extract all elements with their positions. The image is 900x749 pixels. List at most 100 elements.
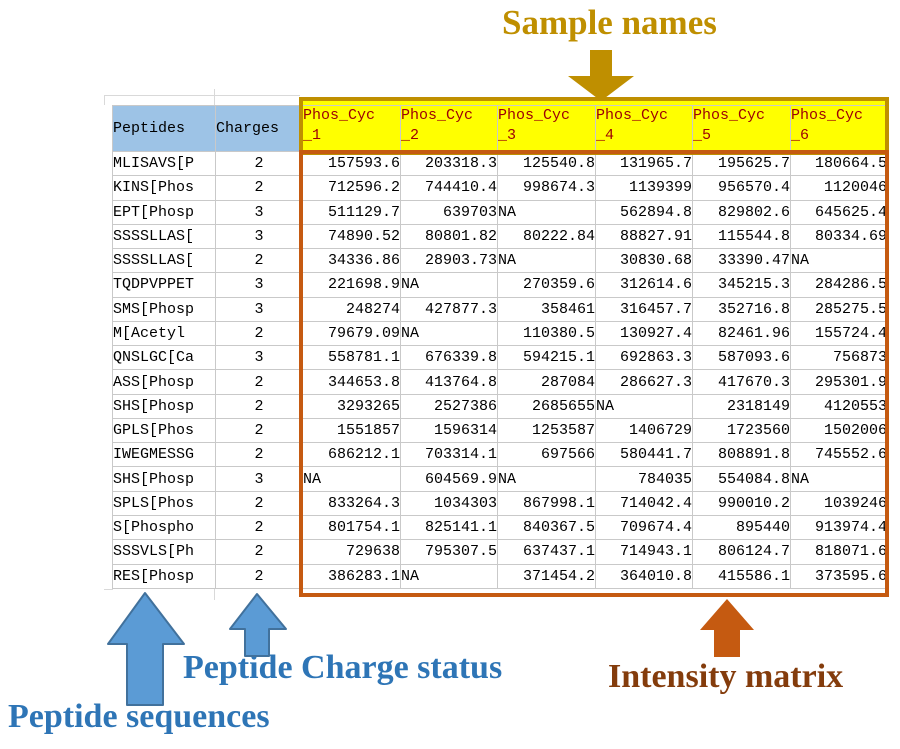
intensity-cell[interactable]: 692863.3 xyxy=(595,345,693,371)
intensity-cell[interactable]: 74890.52 xyxy=(302,223,401,250)
intensity-cell[interactable]: 2527386 xyxy=(400,393,498,419)
intensity-cell[interactable]: 1034303 xyxy=(400,490,498,516)
peptide-cell[interactable]: IWEGMESSG xyxy=(112,442,216,468)
col-header-phos-cyc-6[interactable]: Phos_Cyc_6 xyxy=(790,105,888,152)
intensity-cell[interactable]: 131965.7 xyxy=(595,150,693,177)
intensity-cell[interactable]: NA xyxy=(790,248,888,274)
charge-cell[interactable]: 2 xyxy=(215,369,303,395)
intensity-cell[interactable]: 686212.1 xyxy=(302,442,401,468)
intensity-cell[interactable]: 80334.69 xyxy=(790,223,888,250)
charge-cell[interactable]: 2 xyxy=(215,514,303,541)
charge-cell[interactable]: 3 xyxy=(215,223,303,250)
peptide-cell[interactable]: SSSVLS[Ph xyxy=(112,539,216,565)
charge-cell[interactable]: 3 xyxy=(215,199,303,225)
intensity-cell[interactable]: 840367.5 xyxy=(497,514,596,541)
col-header-charges[interactable]: Charges xyxy=(215,105,303,152)
intensity-cell[interactable]: 2318149 xyxy=(692,393,791,419)
intensity-cell[interactable]: 110380.5 xyxy=(497,320,596,347)
intensity-cell[interactable]: 286627.3 xyxy=(595,369,693,395)
intensity-cell[interactable]: NA xyxy=(400,563,498,589)
charge-cell[interactable]: 2 xyxy=(215,150,303,177)
intensity-cell[interactable]: 756873 xyxy=(790,345,888,371)
peptide-cell[interactable]: SSSSLLAS[ xyxy=(112,223,216,250)
intensity-cell[interactable]: 714042.4 xyxy=(595,490,693,516)
charge-cell[interactable]: 2 xyxy=(215,175,303,201)
intensity-cell[interactable]: 34336.86 xyxy=(302,248,401,274)
charge-cell[interactable]: 3 xyxy=(215,466,303,492)
intensity-cell[interactable]: 316457.7 xyxy=(595,296,693,322)
charge-cell[interactable]: 3 xyxy=(215,272,303,298)
intensity-cell[interactable]: 312614.6 xyxy=(595,272,693,298)
intensity-cell[interactable]: 345215.3 xyxy=(692,272,791,298)
peptide-cell[interactable]: SPLS[Phos xyxy=(112,490,216,516)
intensity-cell[interactable]: 180664.5 xyxy=(790,150,888,177)
peptide-cell[interactable]: S[Phospho xyxy=(112,514,216,541)
peptide-cell[interactable]: SMS[Phosp xyxy=(112,296,216,322)
intensity-cell[interactable]: 358461 xyxy=(497,296,596,322)
intensity-cell[interactable]: 637437.1 xyxy=(497,539,596,565)
peptide-cell[interactable]: M[Acetyl xyxy=(112,320,216,347)
col-header-phos-cyc-4[interactable]: Phos_Cyc_4 xyxy=(595,105,693,152)
peptide-cell[interactable]: QNSLGC[Ca xyxy=(112,345,216,371)
intensity-cell[interactable]: 386283.1 xyxy=(302,563,401,589)
charge-cell[interactable]: 2 xyxy=(215,539,303,565)
intensity-cell[interactable]: 1139399 xyxy=(595,175,693,201)
peptide-cell[interactable]: SSSSLLAS[ xyxy=(112,248,216,274)
intensity-cell[interactable]: 714943.1 xyxy=(595,539,693,565)
intensity-cell[interactable]: 373595.6 xyxy=(790,563,888,589)
intensity-cell[interactable]: 808891.8 xyxy=(692,442,791,468)
intensity-cell[interactable]: 33390.47 xyxy=(692,248,791,274)
peptide-cell[interactable]: SHS[Phosp xyxy=(112,466,216,492)
intensity-cell[interactable]: 1596314 xyxy=(400,417,498,444)
intensity-cell[interactable]: 895440 xyxy=(692,514,791,541)
intensity-cell[interactable]: NA xyxy=(790,466,888,492)
charge-cell[interactable]: 2 xyxy=(215,490,303,516)
intensity-cell[interactable]: 729638 xyxy=(302,539,401,565)
intensity-cell[interactable]: 1551857 xyxy=(302,417,401,444)
intensity-cell[interactable]: 676339.8 xyxy=(400,345,498,371)
intensity-cell[interactable]: 825141.1 xyxy=(400,514,498,541)
intensity-cell[interactable]: 558781.1 xyxy=(302,345,401,371)
intensity-cell[interactable]: 1120046 xyxy=(790,175,888,201)
intensity-cell[interactable]: 371454.2 xyxy=(497,563,596,589)
intensity-cell[interactable]: 115544.8 xyxy=(692,223,791,250)
intensity-cell[interactable]: 1723560 xyxy=(692,417,791,444)
intensity-cell[interactable]: 285275.5 xyxy=(790,296,888,322)
intensity-cell[interactable]: 562894.8 xyxy=(595,199,693,225)
intensity-cell[interactable]: 203318.3 xyxy=(400,150,498,177)
intensity-cell[interactable]: 833264.3 xyxy=(302,490,401,516)
charge-cell[interactable]: 2 xyxy=(215,320,303,347)
charge-cell[interactable]: 3 xyxy=(215,345,303,371)
intensity-cell[interactable]: 1039246 xyxy=(790,490,888,516)
col-header-phos-cyc-3[interactable]: Phos_Cyc_3 xyxy=(497,105,596,152)
intensity-cell[interactable]: 88827.91 xyxy=(595,223,693,250)
charge-cell[interactable]: 2 xyxy=(215,417,303,444)
intensity-cell[interactable]: 829802.6 xyxy=(692,199,791,225)
charge-cell[interactable]: 2 xyxy=(215,563,303,589)
intensity-cell[interactable]: 82461.96 xyxy=(692,320,791,347)
intensity-cell[interactable]: 511129.7 xyxy=(302,199,401,225)
intensity-cell[interactable]: 795307.5 xyxy=(400,539,498,565)
peptide-cell[interactable]: RES[Phosp xyxy=(112,563,216,589)
col-header-phos-cyc-2[interactable]: Phos_Cyc_2 xyxy=(400,105,498,152)
intensity-cell[interactable]: NA xyxy=(497,248,596,274)
intensity-cell[interactable]: 587093.6 xyxy=(692,345,791,371)
intensity-cell[interactable]: 712596.2 xyxy=(302,175,401,201)
intensity-cell[interactable]: 287084 xyxy=(497,369,596,395)
intensity-cell[interactable]: 806124.7 xyxy=(692,539,791,565)
intensity-cell[interactable]: 344653.8 xyxy=(302,369,401,395)
intensity-cell[interactable]: 4120553 xyxy=(790,393,888,419)
intensity-cell[interactable]: 79679.09 xyxy=(302,320,401,347)
charge-cell[interactable]: 3 xyxy=(215,296,303,322)
peptide-cell[interactable]: GPLS[Phos xyxy=(112,417,216,444)
intensity-cell[interactable]: 580441.7 xyxy=(595,442,693,468)
charge-cell[interactable]: 2 xyxy=(215,393,303,419)
intensity-cell[interactable]: 818071.6 xyxy=(790,539,888,565)
intensity-cell[interactable]: 1502006 xyxy=(790,417,888,444)
intensity-cell[interactable]: 80801.82 xyxy=(400,223,498,250)
charge-cell[interactable]: 2 xyxy=(215,442,303,468)
intensity-cell[interactable]: 645625.4 xyxy=(790,199,888,225)
peptide-cell[interactable]: EPT[Phosp xyxy=(112,199,216,225)
intensity-cell[interactable]: 352716.8 xyxy=(692,296,791,322)
col-header-phos-cyc-1[interactable]: Phos_Cyc_1 xyxy=(302,105,401,152)
